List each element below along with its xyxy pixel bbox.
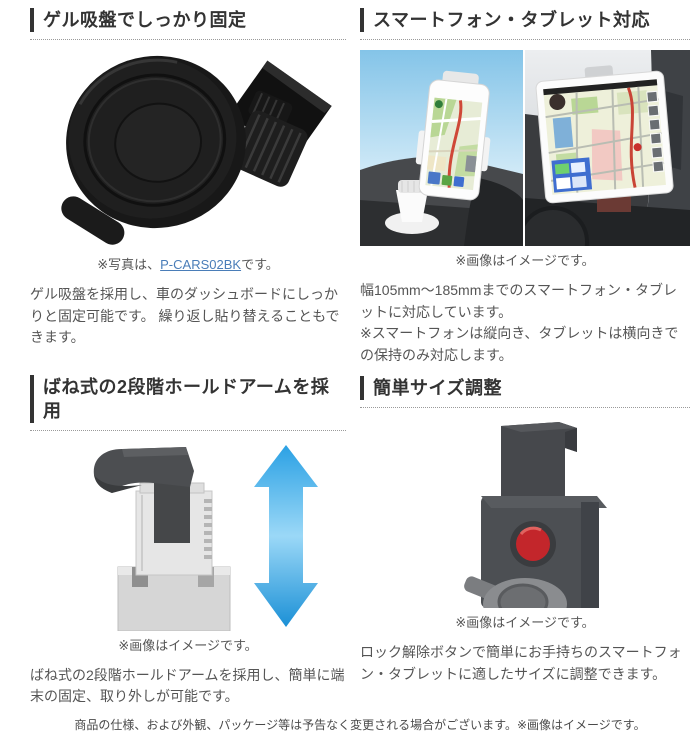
smartphone-in-car-photo: [360, 50, 523, 246]
section-gel-suction: ゲル吸盤でしっかり固定: [30, 8, 346, 349]
device-description-line2: ※スマートフォンは縦向き、タブレットは横向きでの保持のみ対応します。: [360, 325, 679, 363]
device-description-line1: 幅105mm〜185mmまでのスマートフォン・タブレットに対応しています。: [360, 282, 677, 320]
gel-description: ゲル吸盤を採用し、車のダッシュボードにしっかりと固定可能です。 繰り返し貼り替え…: [30, 286, 340, 345]
spring-hold-arm-illustration: [38, 440, 338, 631]
gel-suction-image-box: [30, 50, 346, 250]
size-adjust-image-box: [360, 418, 690, 608]
section-heading-size: 簡単サイズ調整: [360, 376, 690, 400]
left-column: ゲル吸盤でしっかり固定: [30, 8, 346, 708]
right-column: スマートフォン・タブレット対応: [360, 8, 690, 708]
section-size-adjust: 簡単サイズ調整: [360, 376, 690, 685]
tablet-in-car-photo: [525, 50, 690, 246]
dotted-divider: [360, 407, 690, 408]
size-description: ロック解除ボタンで簡単にお手持ちのスマートフォン・タブレットに適したサイズに調整…: [360, 644, 682, 682]
suction-cup-mount-photo: [38, 50, 338, 250]
spring-arm-image-box: [30, 440, 346, 631]
size-image-caption: ※画像はイメージです。: [455, 615, 595, 630]
device-photos-caption: ※画像はイメージです。: [455, 253, 595, 268]
lock-release-button-illustration: [375, 418, 675, 608]
section-spring-arm: ばね式の2段階ホールドアームを採用: [30, 374, 346, 708]
red-round-button-icon: [516, 527, 550, 561]
disclaimer-footer: 商品の仕様、および外観、パッケージ等は予告なく変更される場合がございます。※画像…: [74, 717, 646, 732]
spring-image-caption: ※画像はイメージです。: [118, 637, 258, 653]
vertical-double-arrow-icon: [254, 444, 318, 627]
caption-suffix: です。: [241, 257, 279, 272]
gel-photo-caption: ※写真は、P-CARS02BKです。: [30, 254, 346, 273]
device-photos-box: [360, 50, 690, 246]
dotted-divider: [30, 429, 346, 431]
section-heading-gel: ゲル吸盤でしっかり固定: [30, 8, 346, 32]
product-model-link[interactable]: P-CARS02BK: [160, 257, 242, 272]
section-device-support: スマートフォン・タブレット対応: [360, 8, 690, 366]
two-column-layout: ゲル吸盤でしっかり固定: [30, 8, 690, 708]
dotted-divider: [360, 39, 690, 40]
section-heading-device: スマートフォン・タブレット対応: [360, 8, 690, 32]
caption-prefix: ※写真は、: [97, 257, 161, 272]
section-heading-spring: ばね式の2段階ホールドアームを採用: [30, 374, 346, 423]
dotted-divider: [30, 39, 346, 40]
spring-description: ばね式の2段階ホールドアームを採用し、簡単に端末の固定、取り外しが可能です。: [30, 666, 345, 705]
